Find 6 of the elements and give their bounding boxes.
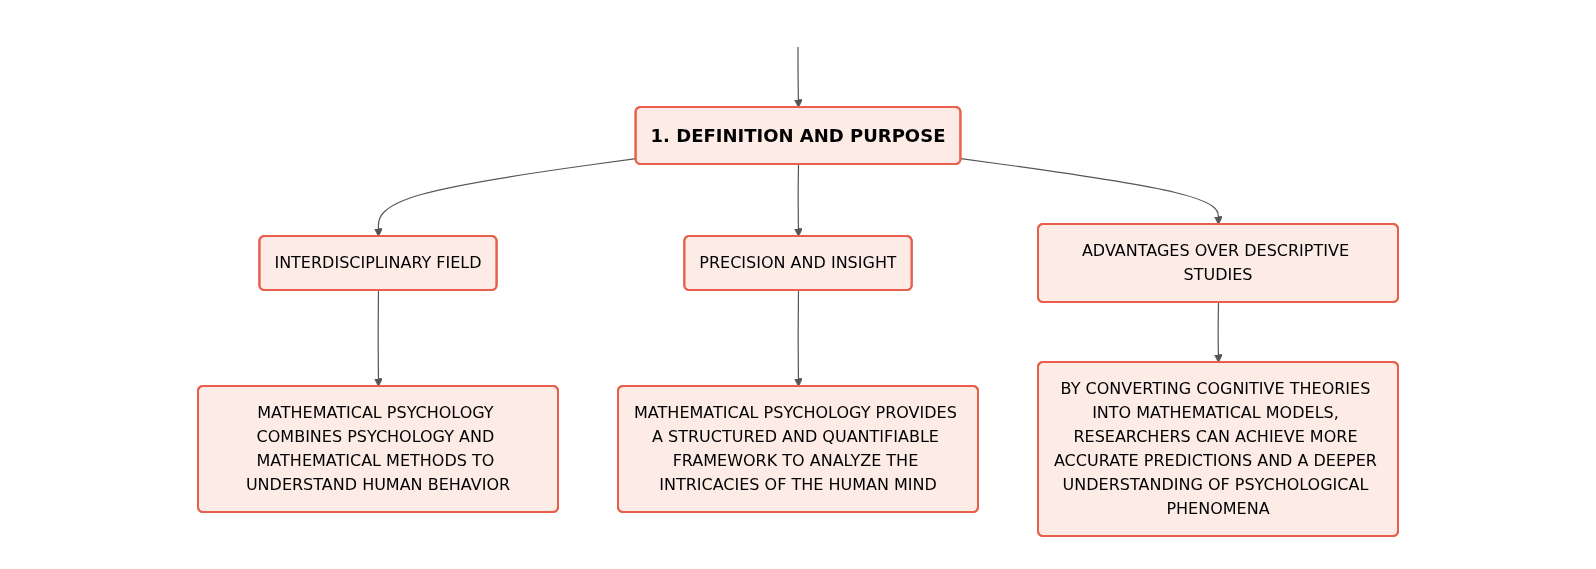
arrow <box>794 163 803 237</box>
arrow <box>794 289 803 387</box>
arrow <box>793 46 803 108</box>
arrow <box>960 158 1223 225</box>
arrow <box>374 289 383 387</box>
arrow <box>1213 301 1223 363</box>
